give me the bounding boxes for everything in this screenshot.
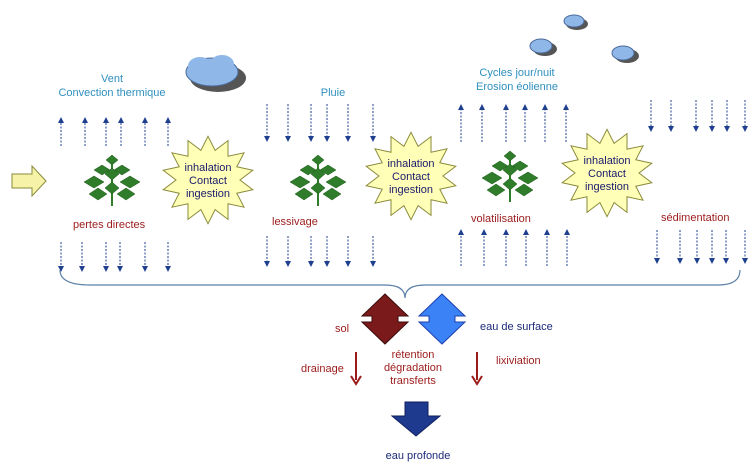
up-arrow [563, 104, 569, 142]
burst-icon [162, 135, 254, 225]
eau-profonde-label: eau profonde [385, 450, 451, 462]
down-arrow [79, 242, 85, 272]
down-arrow [648, 100, 654, 132]
burst-text-2: inhalation Contact ingestion [371, 158, 451, 197]
up-arrow [481, 229, 487, 266]
up-arrow [165, 117, 171, 146]
up-arrow [458, 104, 464, 142]
sol-label: sol [335, 323, 350, 335]
down-arrow [308, 236, 314, 267]
sedimentation-label: sédimentation [661, 212, 730, 224]
burst-line: ingestion [388, 184, 434, 196]
lessivage-label: lessivage [272, 216, 318, 228]
down-arrow [742, 100, 748, 132]
down-arrow [345, 104, 351, 142]
down-arrow [654, 230, 660, 264]
burst-line: Contact [588, 168, 626, 180]
up-arrow [523, 229, 529, 266]
down-arrow [264, 104, 270, 142]
down-arrow [165, 242, 171, 272]
up-arrow [103, 117, 109, 146]
cycles-label: Cycles jour/nuit [479, 67, 555, 79]
convection-label: Convection thermique [58, 87, 166, 99]
drainage-arrow [350, 352, 362, 386]
burst-line: inhalation [387, 158, 435, 170]
lixiviation-label: lixiviation [496, 355, 541, 367]
erosion-label: Erosion éolienne [476, 81, 558, 93]
burst-line: inhalation [583, 155, 631, 167]
up-arrow [458, 229, 464, 266]
down-arrow [58, 242, 64, 272]
burst-line: Contact [189, 175, 227, 187]
down-arrow [723, 230, 729, 264]
down-arrow [668, 100, 674, 132]
drainage-label: drainage [301, 363, 344, 375]
down-arrow [742, 230, 748, 264]
sol-arrow [360, 293, 410, 345]
down-arrow [370, 104, 376, 142]
degradation-label: dégradation [383, 362, 443, 374]
down-arrow [724, 100, 730, 132]
up-arrow [542, 104, 548, 142]
down-arrow [142, 242, 148, 272]
down-arrow [308, 104, 314, 142]
down-arrow [345, 236, 351, 267]
down-arrow [103, 242, 109, 272]
up-arrow [503, 229, 509, 266]
deep-water-arrow [390, 401, 442, 437]
down-arrow [117, 242, 123, 272]
burst-icon [365, 131, 457, 221]
plant-icon [83, 154, 141, 206]
vent-label: Vent [100, 73, 124, 85]
burst-text-3: inhalation Contact ingestion [567, 155, 647, 194]
down-arrow [677, 230, 683, 264]
down-arrow [693, 100, 699, 132]
down-arrow [709, 230, 715, 264]
down-arrow [370, 236, 376, 267]
up-arrow [142, 117, 148, 146]
up-arrow [544, 229, 550, 266]
burst-icon [561, 128, 653, 218]
down-arrow [709, 100, 715, 132]
down-arrow [285, 236, 291, 267]
up-arrow [479, 104, 485, 142]
up-arrow [503, 104, 509, 142]
down-arrow [324, 104, 330, 142]
transferts-label: transferts [390, 375, 436, 387]
burst-text-1: inhalation Contact ingestion [168, 162, 248, 201]
retention-label: rétention [391, 349, 435, 361]
burst-line: inhalation [184, 162, 232, 174]
down-arrow [264, 236, 270, 267]
cloud-icon [611, 45, 639, 63]
down-arrow [694, 230, 700, 264]
pluie-label: Pluie [320, 87, 346, 99]
lixiviation-arrow [471, 352, 483, 386]
cloud-icon [529, 38, 557, 56]
volatilisation-label: volatilisation [471, 213, 531, 225]
surface-arrow [417, 293, 467, 345]
up-arrow [82, 117, 88, 146]
burst-line: Contact [392, 171, 430, 183]
down-arrow [285, 104, 291, 142]
brace [59, 269, 741, 299]
plant-icon [289, 154, 347, 206]
up-arrow [58, 117, 64, 146]
pertes-directes-label: pertes directes [73, 219, 146, 231]
burst-line: ingestion [185, 188, 231, 200]
up-arrow [118, 117, 124, 146]
input-arrow-icon [11, 164, 47, 198]
up-arrow [522, 104, 528, 142]
up-arrow [564, 229, 570, 266]
down-arrow [324, 236, 330, 267]
eau-surface-label: eau de surface [480, 321, 553, 333]
plant-icon [481, 150, 539, 202]
burst-line: ingestion [584, 181, 630, 193]
cloud-icon [185, 55, 246, 92]
cloud-icon [563, 14, 588, 30]
